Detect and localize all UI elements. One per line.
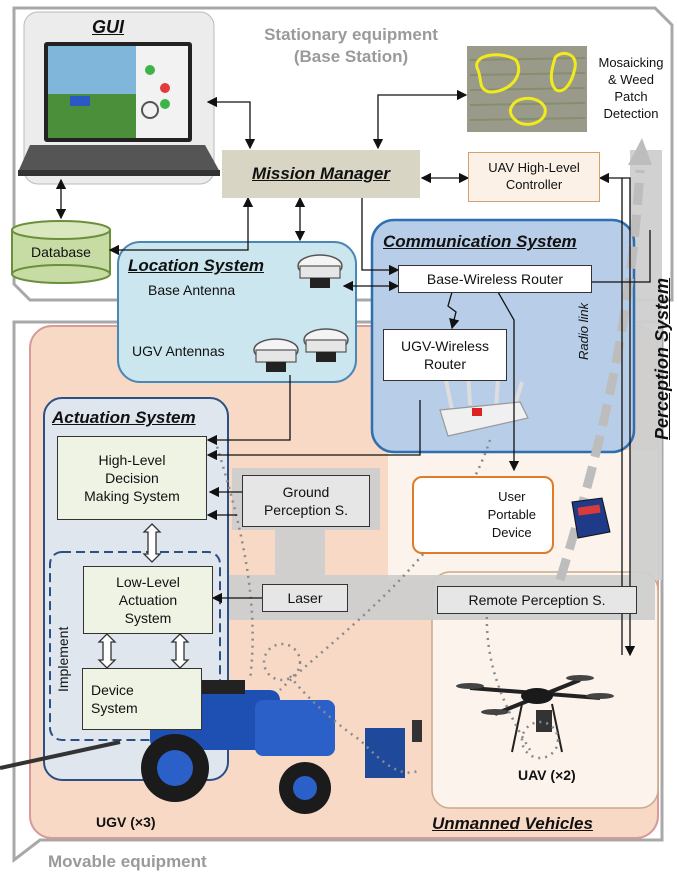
laptop-base (18, 145, 220, 172)
hl-decision-box: High-Level Decision Making System (57, 436, 207, 520)
location-system-title: Location System (128, 256, 265, 275)
remote-perception-box: Remote Perception S. (437, 586, 637, 614)
database-label: Database (31, 244, 91, 260)
device-system-box: Device System (82, 668, 202, 730)
user-device-box: User Portable Device (412, 476, 554, 554)
drone-icon (456, 675, 614, 753)
ugv-antenna-icon-2 (303, 328, 349, 362)
movable-equipment-label: Movable equipment (48, 852, 207, 871)
implement-region (49, 551, 221, 741)
perception-system-title: Perception System (652, 277, 672, 440)
uav-count-label: UAV (×2) (518, 767, 576, 783)
router-device-icon (439, 371, 529, 437)
unmanned-vehicles-title: Unmanned Vehicles (432, 814, 593, 833)
ugv-antennas-label: UGV Antennas (132, 343, 225, 359)
double-arrow-hl-ll (142, 523, 162, 563)
gui-title: GUI (92, 17, 125, 37)
ll-actuation-box: Low-Level Actuation System (83, 566, 213, 634)
radio-link-label: Radio link (576, 302, 591, 360)
base-antenna-label: Base Antenna (148, 282, 236, 298)
laser-box: Laser (262, 584, 348, 612)
database-cylinder (11, 220, 111, 284)
ground-perception-box: Ground Perception S. (242, 475, 370, 527)
stationary-region-outline (12, 6, 674, 302)
base-router-box: Base-Wireless Router (398, 265, 592, 293)
ugv-antenna-icon-1 (253, 338, 299, 372)
actuation-system-title: Actuation System (52, 408, 196, 427)
mission-manager-label: Mission Manager (252, 163, 390, 183)
mission-manager-box: Mission Manager (222, 150, 420, 198)
implement-label: Implement (55, 626, 71, 692)
ugv-router-box: UGV-Wireless Router (383, 329, 507, 381)
stationary-equipment-label: Stationary equipment (Base Station) (264, 25, 438, 66)
mosaicking-label: Mosaicking & Weed Patch Detection (598, 55, 664, 121)
base-antenna-icon (297, 254, 343, 288)
ugv-count-label: UGV (×3) (96, 814, 156, 830)
communication-system-title: Communication System (383, 232, 577, 251)
uav-controller-box: UAV High-Level Controller (468, 152, 600, 202)
